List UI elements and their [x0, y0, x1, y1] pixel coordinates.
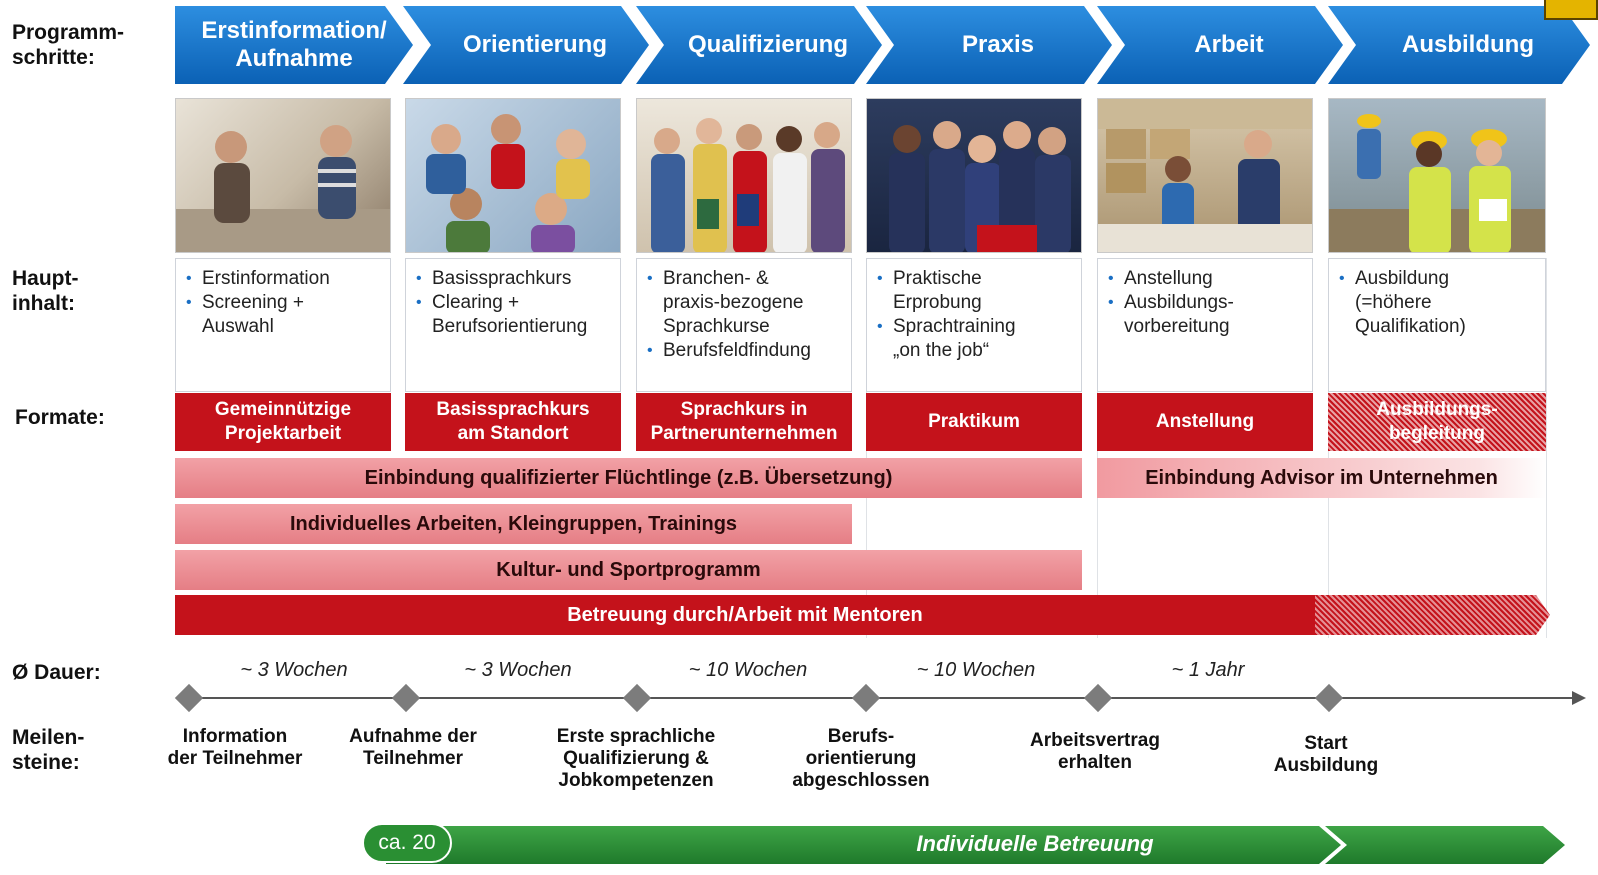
milestone-diamond-icon: [1083, 683, 1113, 713]
content-item: Screening + Auswahl: [186, 291, 382, 339]
content-erstinformation: Erstinformation Screening + Auswahl: [175, 258, 391, 392]
workers-illustration: [889, 121, 1071, 252]
milestone-arbeitsvertrag: Arbeitsvertrag erhalten: [1030, 730, 1160, 773]
people-illustration: [176, 125, 390, 252]
bar-individuell: Individuelles Arbeiten, Kleingruppen, Tr…: [175, 504, 852, 544]
content-praxis: Praktische Erprobung Sprachtraining „on …: [866, 258, 1082, 392]
trainees-illustration: [1329, 114, 1545, 252]
label-meilensteine: Meilen- steine:: [12, 726, 85, 774]
milestone-start-ausbildung: Start Ausbildung: [1273, 733, 1379, 776]
content-item: Clearing + Berufsorientierung: [416, 291, 612, 339]
duration-label: ~ 10 Wochen: [688, 659, 808, 681]
milestone-diamond-icon: [391, 683, 421, 713]
grid-line: [1546, 258, 1547, 638]
content-item: Erstinformation: [186, 267, 382, 291]
bar-individuelle-betreuung-tail: [1325, 826, 1565, 864]
label-dauer: Ø Dauer:: [12, 661, 101, 684]
step-erstinformation: Erstinformation/ Aufnahme: [175, 6, 413, 84]
duration-label: ~ 3 Wochen: [464, 659, 572, 681]
content-item: Anstellung: [1108, 267, 1304, 291]
group-illustration: [426, 114, 590, 252]
duration-label: ~ 3 Wochen: [240, 659, 348, 681]
format-sprachkurs-partner: Sprachkurs in Partnerunternehmen: [636, 393, 852, 451]
participant-count-badge: ca. 20: [362, 823, 452, 863]
format-projektarbeit: Gemeinnützige Projektarbeit: [175, 393, 391, 451]
label-hauptinhalt: Haupt- inhalt:: [12, 267, 79, 315]
individuelle-betreuung-label: Individuelle Betreuung: [916, 831, 1154, 856]
photo-lager: [1097, 98, 1313, 253]
format-anstellung: Anstellung: [1097, 393, 1313, 451]
step-praxis: Praxis: [866, 6, 1112, 84]
bar-advisor: Einbindung Advisor im Unternehmen: [1097, 458, 1546, 498]
bar-mentoren-dotted-tail: [1315, 595, 1550, 635]
content-item: Basissprachkurs: [416, 267, 612, 291]
label-formate: Formate:: [15, 406, 105, 429]
warehouse-illustration: [1098, 99, 1312, 252]
content-ausbildung: Ausbildung (=höhere Qualifikation): [1328, 258, 1546, 392]
bar-kultur: Kultur- und Sportprogramm: [175, 550, 1082, 590]
students-illustration: [651, 118, 845, 252]
content-orientierung: Basissprachkurs Clearing + Berufsorienti…: [405, 258, 621, 392]
content-item: Branchen- & praxis-bezogene Sprachkurse: [647, 267, 843, 339]
milestone-berufsorientierung: Berufs- orientierung abgeschlossen: [792, 726, 930, 791]
photo-auszubildende: [1328, 98, 1546, 253]
content-item: Berufsfeldfindung: [647, 339, 843, 363]
content-item: Ausbildungs- vorbereitung: [1108, 291, 1304, 339]
label-programmschritte: Programm- schritte:: [12, 21, 125, 69]
milestone-diamond-icon: [622, 683, 652, 713]
duration-label: ~ 1 Jahr: [1171, 659, 1245, 681]
photo-gruppe: [405, 98, 621, 253]
bar-fluechtlinge: Einbindung qualifizierter Flüchtlinge (z…: [175, 458, 1082, 498]
content-arbeit: Anstellung Ausbildungs- vorbereitung: [1097, 258, 1313, 392]
step-qualifizierung: Qualifizierung: [636, 6, 882, 84]
milestone-information: Information der Teilnehmer: [167, 726, 303, 769]
milestone-erste-qualifizierung: Erste sprachliche Qualifizierung & Jobko…: [556, 726, 716, 791]
step-orientierung: Orientierung: [403, 6, 649, 84]
step-arbeit: Arbeit: [1097, 6, 1343, 84]
milestone-diamond-icon: [1314, 683, 1344, 713]
corner-badge: [1544, 0, 1598, 20]
timeline-axis: [188, 697, 1578, 699]
photo-team: [866, 98, 1082, 253]
photo-studierende: [636, 98, 852, 253]
duration-label: ~ 10 Wochen: [916, 659, 1036, 681]
format-basissprachkurs: Basissprachkurs am Standort: [405, 393, 621, 451]
format-ausbildungsbegleitung: Ausbildungs- begleitung: [1328, 393, 1546, 451]
bar-individuelle-betreuung: [386, 826, 1341, 864]
timeline-arrow-icon: [1572, 691, 1586, 705]
content-item: Praktische Erprobung: [877, 267, 1073, 315]
bar-mentoren: Betreuung durch/Arbeit mit Mentoren: [175, 595, 1315, 635]
content-item: Sprachtraining „on the job“: [877, 315, 1073, 363]
photo-gespraech: [175, 98, 391, 253]
format-praktikum: Praktikum: [866, 393, 1082, 451]
milestone-diamond-icon: [174, 683, 204, 713]
milestone-diamond-icon: [851, 683, 881, 713]
content-item: Ausbildung (=höhere Qualifikation): [1339, 267, 1537, 339]
milestone-aufnahme: Aufnahme der Teilnehmer: [349, 726, 477, 769]
content-qualifizierung: Branchen- & praxis-bezogene Sprachkurse …: [636, 258, 852, 392]
